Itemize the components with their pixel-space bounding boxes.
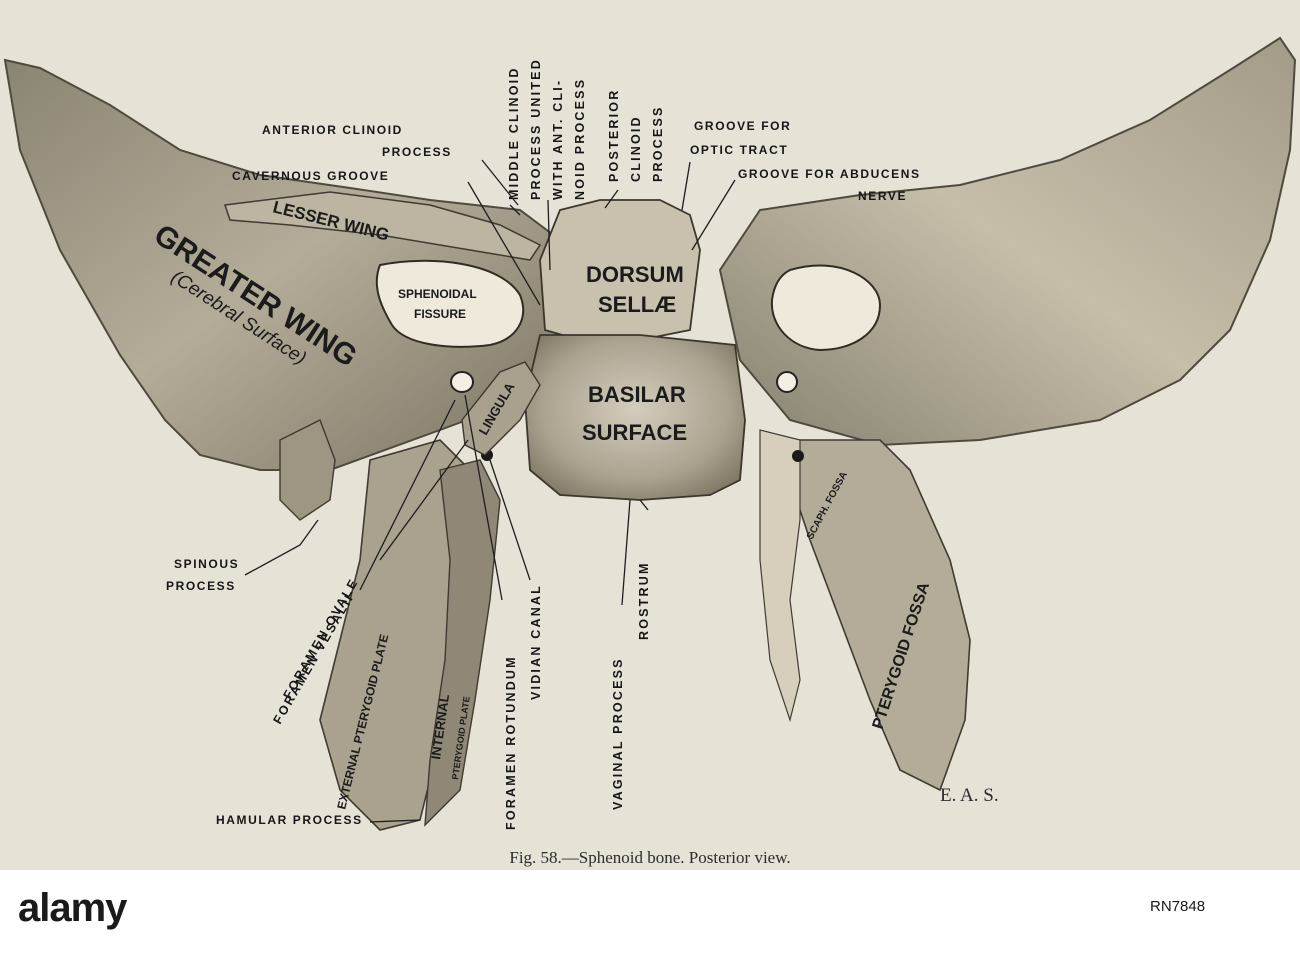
image-id: RN7848 (1150, 898, 1206, 915)
sphenoid-illustration: GREATER WING (Cerebral Surface) LESSER W… (3, 36, 1297, 831)
anterior-clinoid-label-1: ANTERIOR CLINOID (262, 123, 403, 137)
dorsum-sellae-shape (539, 199, 701, 341)
foramen-rotundum-label: FORAMEN ROTUNDUM (504, 655, 518, 830)
groove-optic-label-1: GROOVE FOR (694, 119, 791, 133)
right-external-plate-shape (759, 429, 801, 723)
diagram-plate: GREATER WING (Cerebral Surface) LESSER W… (3, 36, 1297, 831)
vidian-canal-label: VIDIAN CANAL (529, 584, 543, 700)
vaginal-process-label: VAGINAL PROCESS (611, 657, 625, 810)
spinous-process-label-1: SPINOUS (174, 557, 239, 571)
alamy-logo: alamy (18, 886, 127, 930)
internal-pterygoid-plate-shape (424, 459, 501, 827)
groove-abducens-label-2: NERVE (858, 189, 907, 203)
middle-clinoid-label-4: NOID PROCESS (573, 78, 587, 200)
lingula-shape (461, 361, 541, 456)
watermark-band (0, 870, 1300, 958)
sphenoidal-fissure-hole (375, 259, 525, 348)
cavernous-groove-label: CAVERNOUS GROOVE (232, 169, 389, 183)
artist-initials: E. A. S. (940, 785, 999, 806)
basilar-surface-shape (524, 334, 746, 501)
posterior-clinoid-label-3: PROCESS (651, 105, 665, 182)
foramen-rotundum-hole (450, 371, 474, 393)
basilar-surface-label-2: SURFACE (582, 420, 687, 445)
spinous-process-label-2: PROCESS (166, 579, 236, 593)
hamular-process-label: HAMULAR PROCESS (216, 813, 363, 827)
sphenoidal-fissure-label-2: FISSURE (414, 307, 466, 321)
right-fissure-hole (770, 264, 882, 352)
basilar-surface-label-1: BASILAR (588, 382, 686, 407)
rostrum-label: ROSTRUM (637, 561, 651, 640)
middle-clinoid-label-3: WITH ANT. CLI- (551, 79, 565, 200)
middle-clinoid-label-1: MIDDLE CLINOID (507, 66, 521, 200)
posterior-clinoid-label-2: CLINOID (629, 115, 643, 182)
groove-optic-label-2: OPTIC TRACT (690, 143, 788, 157)
dorsum-sellae-label-1: DORSUM (586, 262, 684, 287)
right-pterygoid-plate-shape (789, 439, 971, 792)
right-greater-wing-shape (718, 36, 1297, 447)
right-foramen-hole (776, 371, 798, 393)
dorsum-sellae-label-2: SELLÆ (598, 292, 676, 317)
middle-clinoid-label-2: PROCESS UNITED (529, 58, 543, 200)
posterior-clinoid-label-1: POSTERIOR (607, 89, 621, 182)
lesser-wing-shape (223, 191, 542, 261)
sphenoidal-fissure-label-1: SPHENOIDAL (398, 287, 477, 301)
groove-abducens-label-1: GROOVE FOR ABDUCENS (738, 167, 921, 181)
spinous-process-shape (279, 419, 336, 521)
right-vidian-hole (792, 450, 804, 462)
figure-caption: Fig. 58.—Sphenoid bone. Posterior view. (509, 848, 791, 867)
leader-lines (244, 159, 736, 823)
anterior-clinoid-label-2: PROCESS (382, 145, 452, 159)
